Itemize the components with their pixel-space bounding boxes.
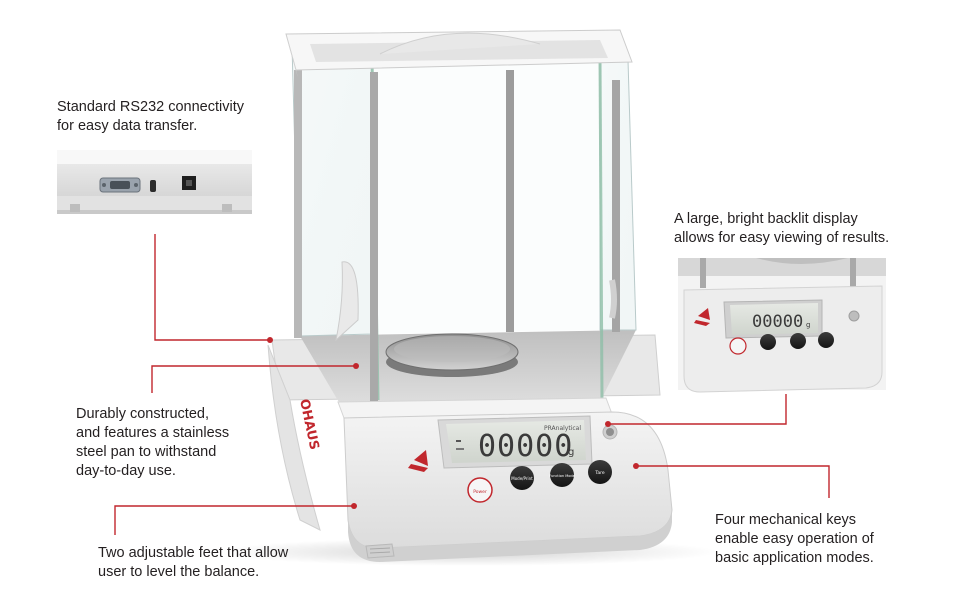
rear-right-post xyxy=(506,70,514,332)
power-key-label: Power xyxy=(473,489,487,495)
leader-lines xyxy=(114,234,830,535)
callout-rs232: Standard RS232 connectivity for easy dat… xyxy=(57,98,244,136)
front-left-post xyxy=(370,72,378,402)
callout-pan-line-3: steel pan to withstand xyxy=(76,444,217,460)
rs232-port-icon xyxy=(99,177,141,193)
callout-pan-line-1: Durably constructed, xyxy=(76,406,209,422)
usb-port-icon xyxy=(150,180,156,192)
main-lcd-display xyxy=(446,420,586,463)
callout-display-line-1: A large, bright backlit display xyxy=(674,211,858,227)
function-mode-key[interactable] xyxy=(550,463,574,487)
rs232-inset xyxy=(57,150,252,214)
callout-keys-line-1: Four mechanical keys xyxy=(715,512,857,528)
tare-key[interactable] xyxy=(588,460,612,484)
power-key[interactable] xyxy=(467,477,493,503)
ohaus-logo-icon xyxy=(408,450,428,472)
callout-pan: Durably constructed, and features a stai… xyxy=(76,405,229,481)
inset-lcd-display xyxy=(730,303,818,335)
model-badge-text: PRAnalytical xyxy=(544,425,581,432)
callout-pan-line-4: day-to-day use. xyxy=(76,463,176,479)
side-brand-text: OHAUS xyxy=(296,398,321,452)
callout-pan-line-2: and features a stainless xyxy=(76,425,230,441)
function-mode-key-label: Function Mode xyxy=(549,474,575,478)
callout-keys-line-2: enable easy operation of xyxy=(715,531,874,547)
callout-feet-line-1: Two adjustable feet that allow xyxy=(98,545,289,561)
callout-feet-line-2: user to level the balance. xyxy=(98,564,260,580)
mode-print-key[interactable] xyxy=(510,466,534,490)
inset-readout-unit: g xyxy=(806,321,810,329)
main-readout-unit: g xyxy=(568,447,574,458)
inset-readout-digits: 00000 xyxy=(752,312,803,332)
callout-keys-line-3: basic application modes. xyxy=(715,550,874,566)
main-readout-digits: 00000 xyxy=(478,429,573,464)
callout-feet: Two adjustable feet that allow user to l… xyxy=(98,544,288,582)
callout-rs232-line-2: for easy data transfer. xyxy=(57,118,198,134)
inset-ohaus-logo-icon xyxy=(694,308,710,326)
leader-dots xyxy=(267,337,639,509)
callout-display-line-2: allows for easy viewing of results. xyxy=(674,230,890,246)
callout-rs232-line-1: Standard RS232 connectivity xyxy=(57,99,244,115)
mode-print-key-label: Mode/Print xyxy=(511,476,533,481)
main-balance: OHAUS PRAnalytic xyxy=(267,29,673,562)
display-inset: 00000 g xyxy=(678,258,886,393)
adjustable-foot xyxy=(365,543,395,559)
callout-display: A large, bright backlit display allows f… xyxy=(674,210,889,248)
callout-keys: Four mechanical keys enable easy operati… xyxy=(715,511,874,568)
front-right-post xyxy=(612,80,620,332)
door-handle xyxy=(335,261,359,342)
tare-key-label: Tare xyxy=(594,470,605,476)
rear-left-post xyxy=(294,70,302,338)
